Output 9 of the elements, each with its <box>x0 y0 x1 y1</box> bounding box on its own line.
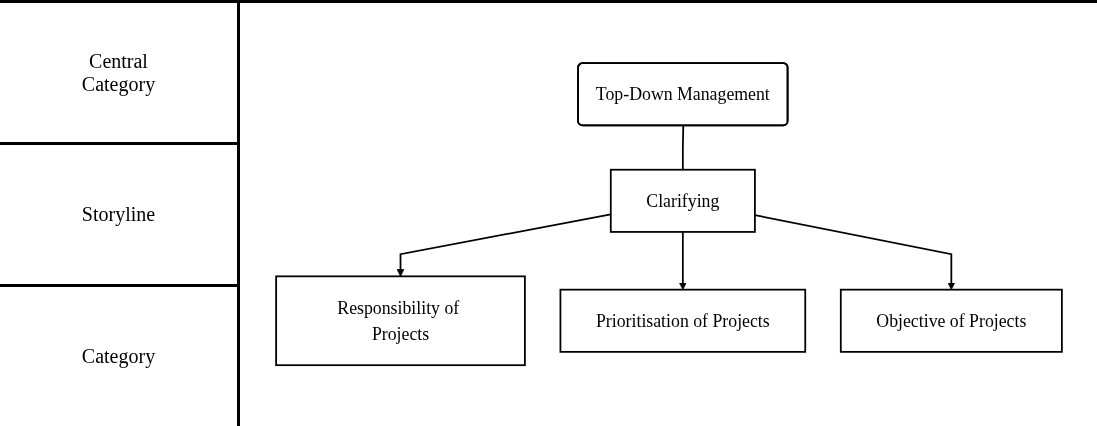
row-heading: Category <box>81 345 156 368</box>
node-box: Responsibility of Projects <box>274 275 526 367</box>
row-heading: Central Category <box>80 49 157 96</box>
node-box: Objective of Projects <box>839 289 1063 354</box>
arrow <box>678 231 687 291</box>
node-box: Prioritisation of Projects <box>559 289 806 354</box>
connector <box>681 125 684 171</box>
node-box: Clarifying <box>609 169 756 234</box>
row-heading: Storyline <box>81 203 156 226</box>
